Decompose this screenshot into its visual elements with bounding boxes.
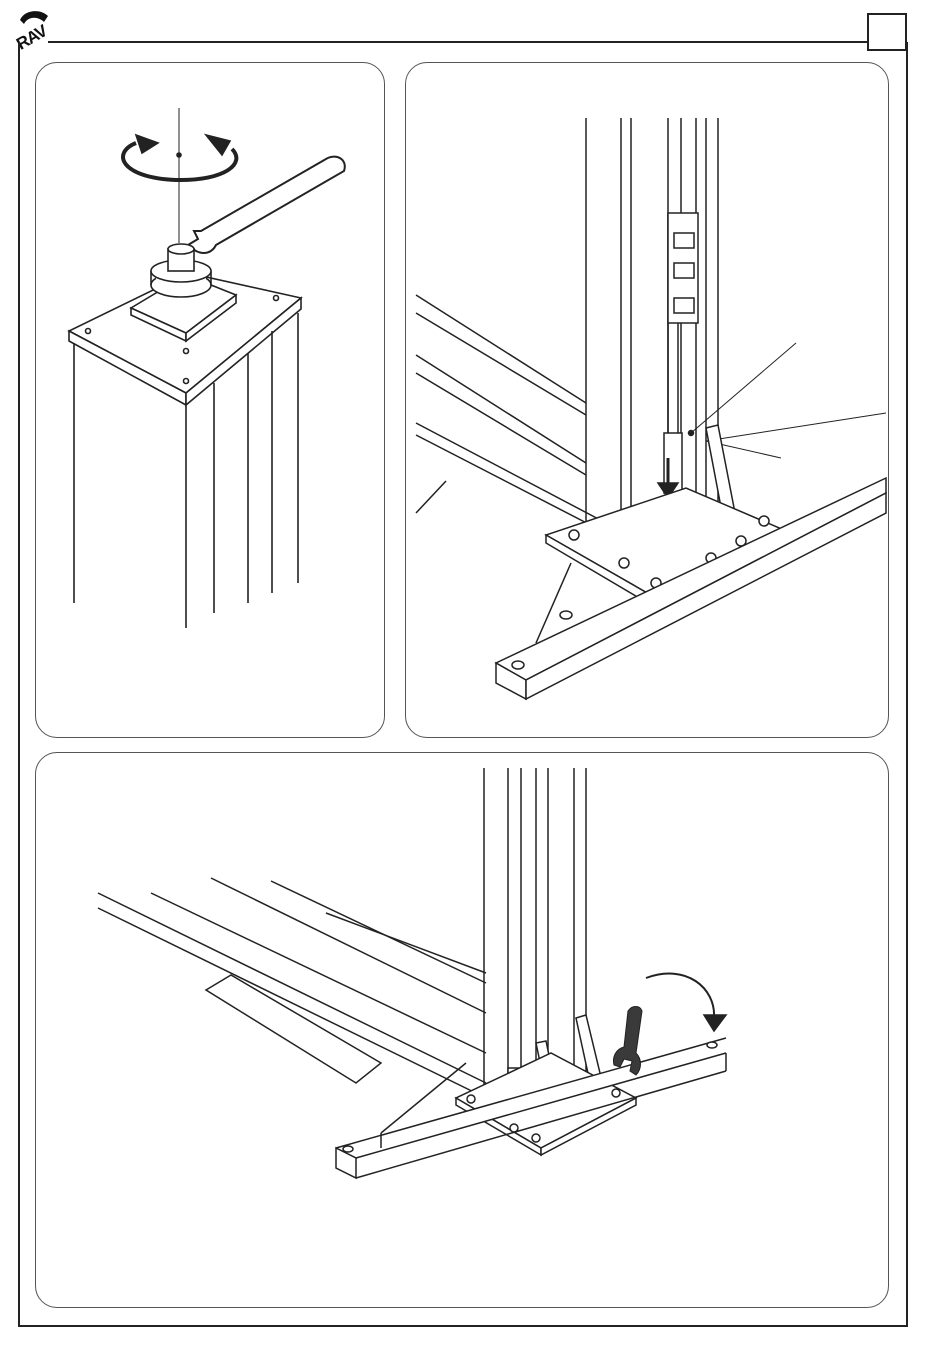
figure-panel-step-3 [35, 752, 889, 1308]
column-base-illustration [406, 63, 889, 738]
base-tighten-illustration [36, 753, 889, 1308]
figure-panel-step-1 [35, 62, 385, 738]
column-top-illustration [36, 63, 385, 738]
figure-panel-step-2 [405, 62, 889, 738]
wrench-icon [613, 1007, 642, 1076]
